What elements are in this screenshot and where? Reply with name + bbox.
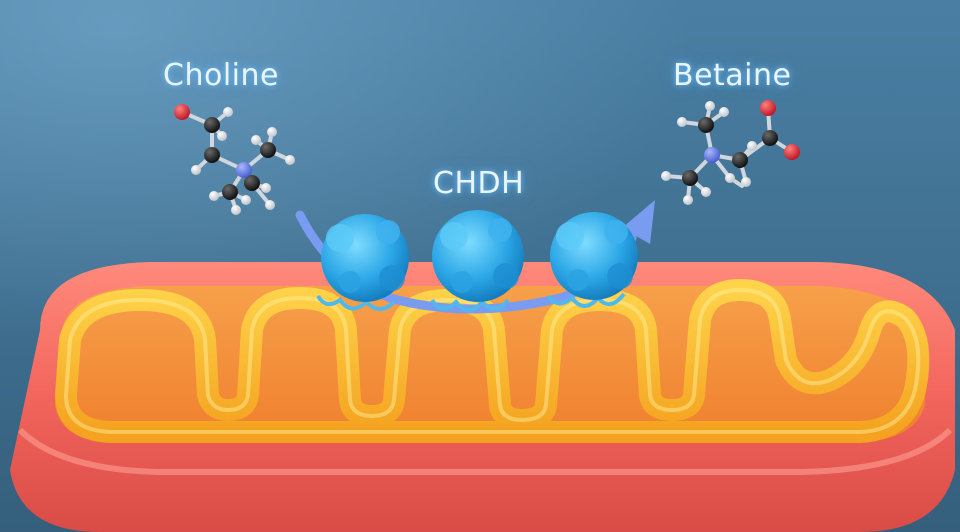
cristae-highlight [64,288,921,434]
cristae [55,279,930,443]
choline-ball-and-stick-model [174,104,295,215]
enzyme-right [546,212,638,308]
betaine-label: Betaine [673,58,792,93]
betaine-ball-and-stick-model [661,100,800,205]
mitochondrion-illustration [10,262,955,532]
choline-label: Choline [163,58,279,93]
chdh-label: CHDH [433,166,525,201]
enzyme-tail [316,294,396,311]
enzyme-left [316,214,409,311]
enzyme-tail [430,298,510,312]
membrane-rim [17,427,953,475]
enzyme-tail [546,292,626,308]
enzyme-center [430,210,524,312]
arrow-head [622,200,655,244]
